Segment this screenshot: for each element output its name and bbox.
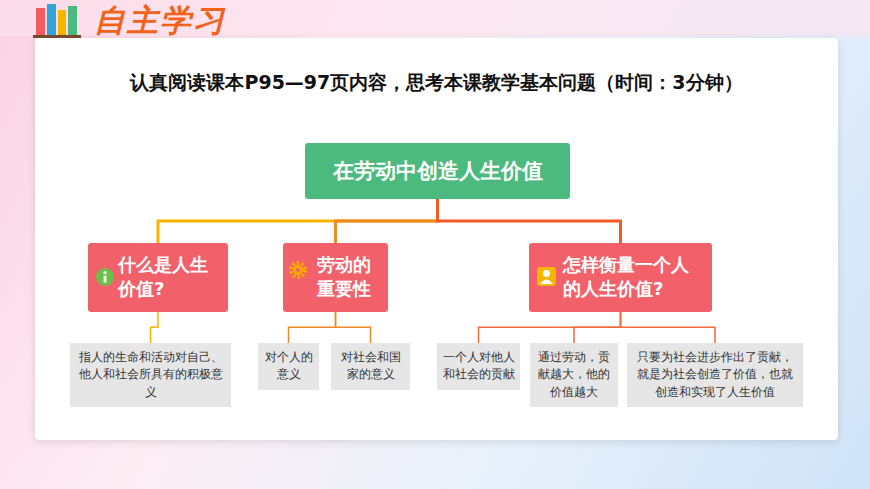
section-header: 自主学习 [94,0,226,42]
node-text: 什么是人生价值? [118,253,220,302]
root-topic-box: 在劳动中创造人生价值 [305,143,570,199]
detail-box: 对个人的意义 [258,343,319,390]
detail-box: 指人的生命和活动对自己、他人和社会所具有的积极意义 [70,343,231,407]
node-text: 怎样衡量一个人的人生价值? [563,253,704,302]
node-text: 对个人的意义 [263,349,314,384]
tree-connector [621,312,716,343]
tree-connector [479,312,621,343]
tree-connector [158,199,438,243]
node-text: 劳动的重要性 [317,253,380,302]
tree-connector [336,312,371,343]
slide-title: 认真阅读课本P95—97页内容，思考本课教学基本问题（时间：3分钟） [35,70,838,96]
node-text: 指人的生命和活动对自己、他人和社会所具有的积极意义 [75,349,226,401]
tree-connector [336,199,438,243]
node-text: 通过劳动，贡献越大，他的价值越大 [535,349,613,401]
tree-connector [438,199,621,243]
book-icon [33,4,81,38]
subtopic-box: 劳动的重要性 [283,243,388,312]
detail-box: 一个人对他人和社会的贡献 [437,343,520,390]
subtopic-box: 怎样衡量一个人的人生价值? [529,243,712,312]
detail-box: 对社会和国家的意义 [331,343,410,390]
node-text: 一个人对他人和社会的贡献 [442,349,515,384]
tree-connector [151,312,159,343]
detail-box: 通过劳动，贡献越大，他的价值越大 [530,343,618,407]
node-text: 在劳动中创造人生价值 [333,157,543,185]
tree-connector [574,312,621,343]
node-text: 对社会和国家的意义 [336,349,405,384]
detail-box: 只要为社会进步作出了贡献，就是为社会创造了价值，也就创造和实现了人生价值 [627,343,803,407]
node-text: 只要为社会进步作出了贡献，就是为社会创造了价值，也就创造和实现了人生价值 [632,349,798,401]
tree-connector [289,312,336,343]
subtopic-box: 什么是人生价值? [88,243,228,312]
